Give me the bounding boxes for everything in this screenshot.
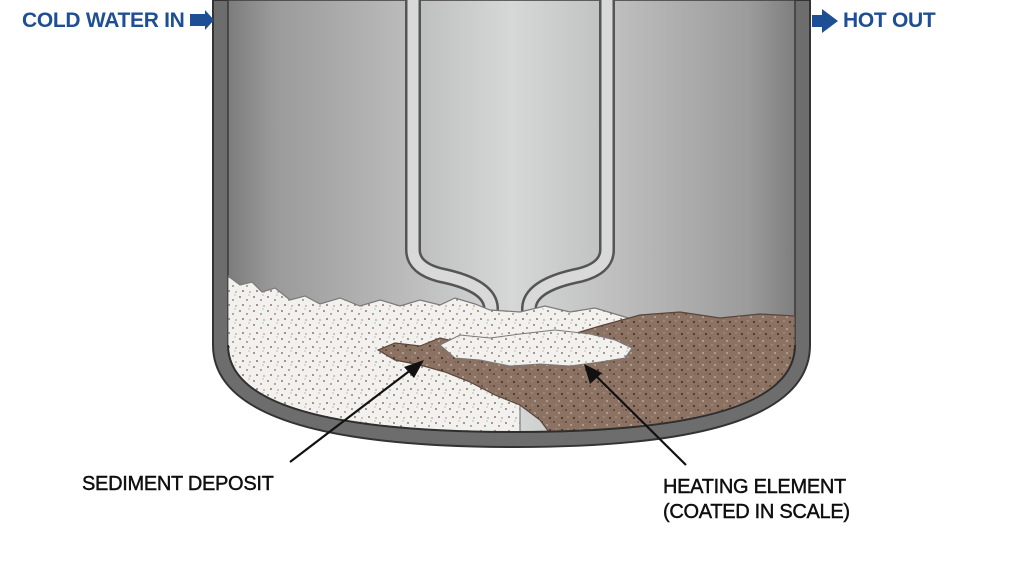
element-pointer xyxy=(584,364,687,466)
cold-inlet-arrow xyxy=(190,10,214,30)
hot-outlet-arrow xyxy=(812,9,838,33)
cold-water-in-label: COLD WATER IN xyxy=(22,9,185,32)
heating-element-label: HEATING ELEMENT (COATED IN SCALE) xyxy=(663,475,850,525)
heating-element xyxy=(405,0,615,343)
sediment-pointer xyxy=(289,360,424,463)
heating-element-label-line2: (COATED IN SCALE) xyxy=(663,501,850,523)
heating-element-label-line1: HEATING ELEMENT xyxy=(663,476,847,498)
sediment-deposit-label: SEDIMENT DEPOSIT xyxy=(82,473,274,495)
scale-chunk xyxy=(439,329,633,367)
hot-out-label: HOT OUT xyxy=(843,9,936,32)
